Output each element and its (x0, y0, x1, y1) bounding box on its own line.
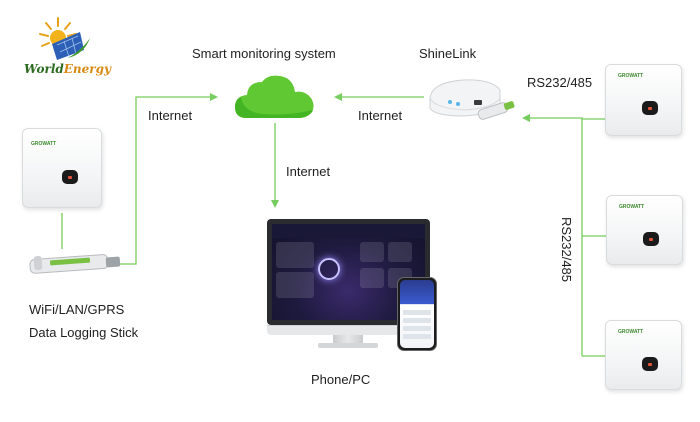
growatt-logo-icon: GROWATT (618, 73, 644, 79)
rs485-label-horizontal: RS232/485 (527, 75, 593, 90)
inverter-display (642, 101, 658, 115)
logo-text-world: World (24, 62, 64, 76)
stick-label-line1: WiFi/LAN/GPRS (29, 302, 125, 317)
growatt-logo-icon: GROWATT (619, 204, 645, 210)
desktop-monitor (267, 219, 430, 325)
rs485-label-vertical: RS232/485 (559, 216, 575, 283)
dashboard-topbar (272, 224, 425, 238)
inverter-left: GROWATT (22, 128, 102, 208)
sun-panel-icon (39, 17, 90, 60)
stick-label-line2: Data Logging Stick (29, 325, 139, 340)
internet-label-right: Internet (358, 108, 403, 123)
phonepc-label: Phone/PC (311, 372, 371, 387)
shinelink-label: ShineLink (419, 46, 477, 61)
logo-text-energy: Energy (63, 62, 111, 76)
growatt-logo-icon: GROWATT (31, 141, 57, 147)
monitor-base (318, 343, 378, 348)
inverter-right-bottom: GROWATT (605, 320, 682, 390)
internet-label-left: Internet (148, 108, 193, 123)
inverter-display (642, 357, 658, 371)
dashboard-gauge (318, 258, 340, 280)
dashboard-card (360, 242, 384, 262)
data-logging-stick (29, 254, 121, 274)
inverter-display (643, 232, 659, 246)
monitor-chin (267, 325, 430, 335)
inverter-right-top: GROWATT (605, 64, 682, 136)
phone-list-row (403, 318, 431, 323)
cloud-label: Smart monitoring system (192, 46, 336, 61)
dashboard-card (276, 272, 314, 298)
dashboard-card (276, 242, 314, 268)
phone-list-row (403, 326, 431, 331)
smartphone (397, 277, 437, 351)
phone-screen (400, 280, 434, 348)
monitor-stand (333, 335, 363, 344)
internet-label-down: Internet (286, 164, 331, 179)
monitor-screen (272, 224, 425, 320)
phone-list-row (403, 334, 431, 339)
worldenergy-logo: WorldEnergy (24, 14, 111, 80)
phone-list-row (403, 310, 431, 315)
dashboard-card (388, 242, 412, 262)
shinelink-device (429, 79, 515, 120)
growatt-logo-icon: GROWATT (618, 329, 644, 335)
cloud-icon (235, 75, 314, 118)
dashboard-card (360, 268, 384, 288)
inverter-right-middle: GROWATT (606, 195, 683, 265)
inverter-display (62, 170, 78, 184)
logo-wordmark: WorldEnergy (24, 62, 111, 76)
